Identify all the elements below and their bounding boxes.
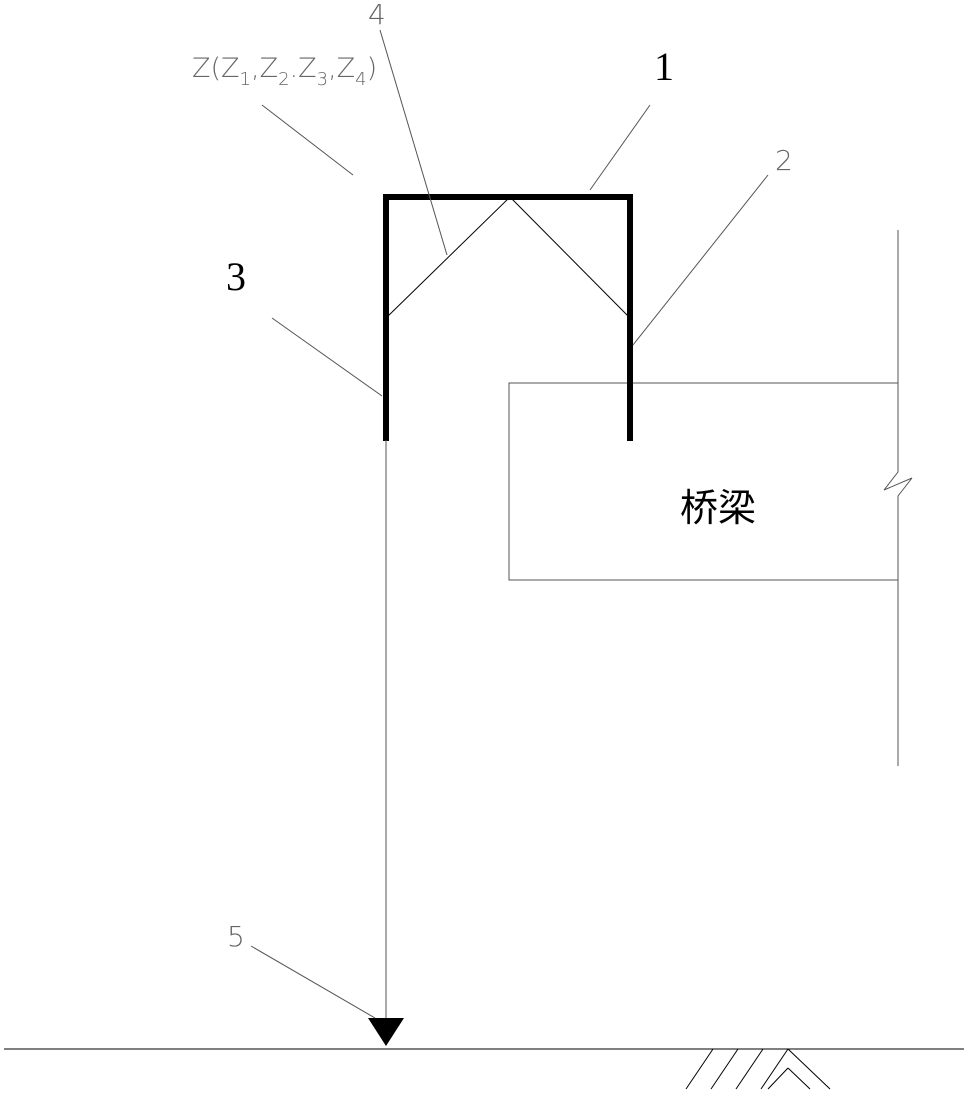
leader-4: [380, 30, 447, 255]
ground-marker-triangle: [368, 1018, 404, 1046]
formula-label: Z(Z1,Z2.Z3,Z4): [192, 53, 377, 90]
label-2: 2: [775, 144, 793, 177]
brace-right: [510, 197, 630, 318]
leader-1: [590, 105, 650, 190]
brace-left: [386, 197, 510, 318]
label-3: 3: [226, 254, 246, 299]
leader-3: [272, 318, 382, 396]
label-1: 1: [654, 44, 674, 89]
bridge-deck-outline: [509, 383, 898, 580]
label-4: 4: [368, 0, 386, 31]
bridge-label: 桥梁: [680, 486, 756, 530]
leader-5: [251, 946, 375, 1018]
leader-z: [262, 105, 353, 175]
frame-beam: [386, 197, 630, 438]
ground-hatch: [686, 1049, 830, 1089]
bridge-wall-line: [884, 230, 912, 766]
label-5: 5: [227, 920, 245, 953]
leader-2: [633, 175, 768, 345]
